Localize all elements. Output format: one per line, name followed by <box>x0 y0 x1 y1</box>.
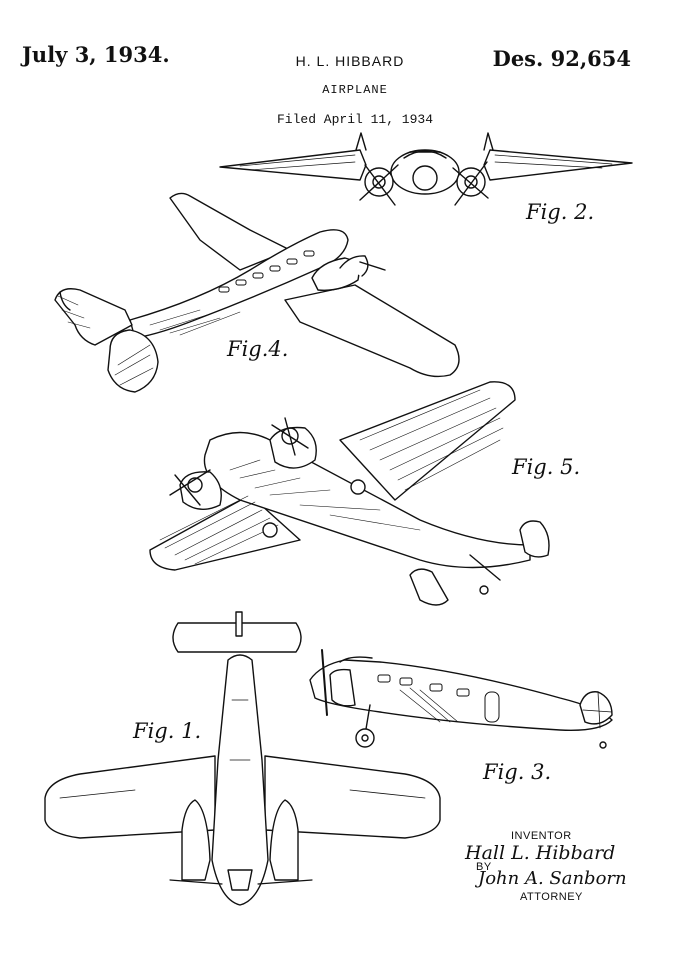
figure-3-label: Fig. 3. <box>483 760 552 784</box>
figure-4-label: Fig.4. <box>227 337 289 361</box>
by-label: BY <box>476 861 492 873</box>
figure-5-label: Fig. 5. <box>512 455 581 479</box>
inventor-label: INVENTOR <box>511 830 572 842</box>
patent-title: AIRPLANE <box>322 83 388 97</box>
airplane-perspective-below <box>150 382 549 605</box>
airplane-front-view <box>220 133 632 205</box>
attorney-signature: John A. Sanborn <box>478 868 627 889</box>
inventor-signature: Hall L. Hibbard <box>465 842 616 864</box>
airplane-side-view <box>310 650 612 748</box>
airplane-plan-view <box>45 612 440 905</box>
inventor-name-header: H. L. HIBBARD <box>295 53 405 69</box>
attorney-label: ATTORNEY <box>520 891 583 903</box>
patent-date: July 3, 1934. <box>22 42 170 67</box>
airplane-perspective-top <box>55 193 459 392</box>
filed-date: Filed April 11, 1934 <box>276 112 434 127</box>
figure-2-label: Fig. 2. <box>526 200 595 224</box>
patent-number: Des. 92,654 <box>492 46 631 71</box>
figure-1-label: Fig. 1. <box>133 719 202 743</box>
